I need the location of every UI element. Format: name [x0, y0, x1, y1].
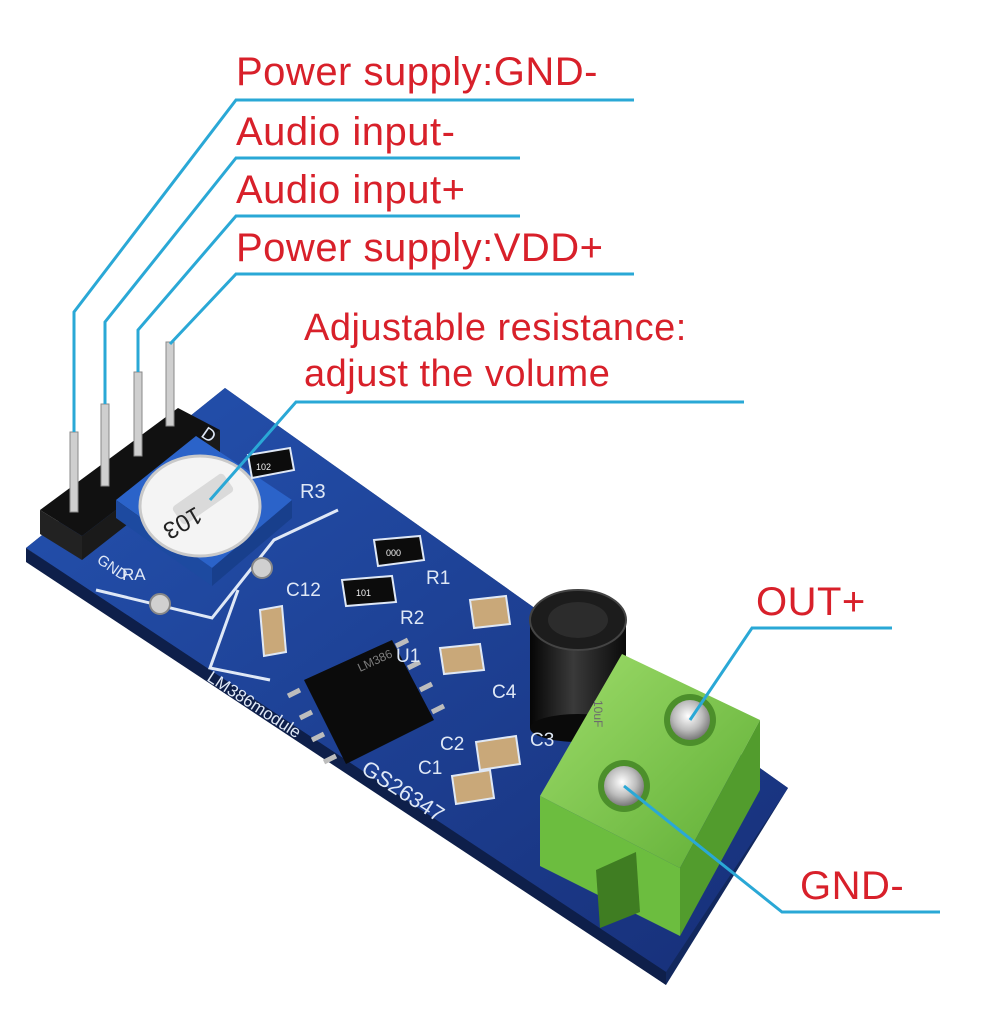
leader-lines	[72, 98, 940, 914]
label-pot-line2: adjust the volume	[304, 353, 611, 395]
cap-marking: 10uF	[591, 700, 605, 727]
leader-pot	[208, 400, 744, 501]
potentiometer	[116, 436, 292, 615]
silk-pot-ref: RA	[122, 565, 146, 584]
electrolytic-capacitor	[529, 589, 627, 742]
silk-r2: R2	[400, 608, 424, 629]
label-vdd-power: Power supply:VDD+	[236, 226, 604, 270]
smd-resistor-r2	[340, 574, 398, 608]
silk-u1: U1	[396, 646, 420, 667]
label-gnd-power: Power supply:GND-	[236, 50, 598, 94]
r3-value: 102	[256, 462, 271, 472]
silk-r1: R1	[426, 568, 450, 589]
smd-resistor-r1	[372, 534, 426, 568]
label-pot-line1: Adjustable resistance:	[304, 307, 687, 349]
leader-out-pos	[688, 626, 892, 721]
lm386-ic	[286, 637, 446, 765]
silk-c12: C12	[286, 580, 321, 601]
silk-c1: C1	[418, 758, 442, 779]
silk-c4: C4	[492, 682, 517, 703]
r1-value: 000	[386, 548, 401, 558]
leader-gnd-power	[72, 98, 634, 432]
silk-c2: C2	[440, 734, 464, 755]
smd-resistor-r3	[246, 446, 296, 480]
label-audio-input-negative: Audio input-	[236, 110, 456, 154]
leader-audio-in-neg	[103, 156, 520, 404]
leader-vdd-power	[168, 272, 634, 346]
silk-c3: C3	[530, 730, 554, 751]
label-out-gnd: GND-	[800, 864, 905, 908]
r2-value: 101	[356, 588, 371, 598]
leader-audio-in-pos	[136, 214, 520, 372]
label-out-positive: OUT+	[756, 580, 866, 624]
smd-capacitors	[258, 594, 522, 806]
silk-r3: R3	[300, 481, 326, 503]
label-audio-input-positive: Audio input+	[236, 168, 466, 212]
leader-out-gnd	[623, 784, 940, 914]
